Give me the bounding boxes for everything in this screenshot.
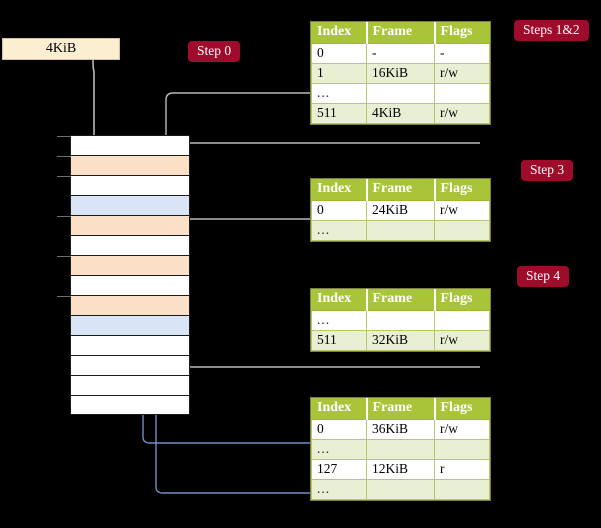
table-row: ... xyxy=(311,438,490,461)
cell-flags: r/w xyxy=(434,62,490,85)
memory-frame-row xyxy=(57,295,190,315)
column-header-frame: Frame xyxy=(365,179,435,201)
column-header-index: Index xyxy=(311,179,367,201)
memory-frame-tick xyxy=(57,216,71,217)
memory-frame-row xyxy=(70,335,190,355)
memory-frame-row xyxy=(70,195,190,215)
table-row: ... xyxy=(311,479,490,501)
memory-frame-tick xyxy=(57,156,71,157)
physical-memory-column xyxy=(57,135,190,415)
table-row: ... xyxy=(311,83,490,105)
table-row: 0-- xyxy=(311,42,490,64)
cell-flags xyxy=(434,479,490,501)
physical-frame-box: 4KiB xyxy=(2,38,120,60)
memory-frame-row xyxy=(70,315,190,335)
cell-frame xyxy=(366,479,435,501)
cell-flags xyxy=(434,83,490,105)
memory-frame-tick xyxy=(57,256,71,257)
cell-frame: 4KiB xyxy=(366,103,435,125)
memory-frame-row xyxy=(57,135,190,155)
memory-frame-tick xyxy=(57,136,71,137)
memory-frame-row xyxy=(57,155,190,175)
cell-frame: 16KiB xyxy=(366,62,435,85)
cell-flags: r/w xyxy=(434,199,490,221)
table-row: ... xyxy=(311,219,490,242)
cell-frame: 12KiB xyxy=(366,459,435,481)
column-header-frame: Frame xyxy=(365,289,435,311)
cell-frame xyxy=(366,83,435,105)
cell-index: ... xyxy=(311,219,367,242)
column-header-index: Index xyxy=(311,22,367,44)
step-badge-step4: Step 4 xyxy=(517,266,570,287)
column-header-frame: Frame xyxy=(365,398,435,420)
table-row: ... xyxy=(311,309,490,331)
cell-flags xyxy=(434,438,490,461)
memory-frame-row xyxy=(57,175,190,195)
memory-frame-tick xyxy=(57,296,71,297)
cell-index: ... xyxy=(311,83,367,105)
cell-index: 1 xyxy=(311,62,367,85)
cell-frame xyxy=(366,438,435,461)
memory-frame-row xyxy=(70,375,190,395)
cell-flags: - xyxy=(434,42,490,64)
cell-frame: 36KiB xyxy=(366,418,435,440)
cell-flags: r/w xyxy=(434,329,490,352)
cell-frame xyxy=(366,219,435,242)
cell-index: ... xyxy=(311,438,367,461)
column-header-flags: Flags xyxy=(433,398,490,420)
memory-frame-row xyxy=(70,355,190,375)
step-badge-step3: Step 3 xyxy=(521,160,574,181)
column-header-frame: Frame xyxy=(365,22,435,44)
cell-index: 511 xyxy=(311,329,367,352)
step-badge-steps1and2: Steps 1&2 xyxy=(514,20,589,41)
memory-frame-tick xyxy=(57,176,71,177)
cell-index: 0 xyxy=(311,42,367,64)
column-header-index: Index xyxy=(311,398,367,420)
memory-frame-row xyxy=(70,235,190,255)
column-header-flags: Flags xyxy=(433,289,490,311)
column-header-flags: Flags xyxy=(433,179,490,201)
cell-index: ... xyxy=(311,309,367,331)
cell-flags: r/w xyxy=(434,103,490,125)
wire-table1-row511 xyxy=(176,142,480,156)
cell-index: 511 xyxy=(311,103,367,125)
cell-frame: - xyxy=(366,42,435,64)
memory-frame-row xyxy=(70,395,190,415)
memory-frame-row xyxy=(57,215,190,235)
cell-flags xyxy=(434,219,490,242)
cell-frame: 32KiB xyxy=(366,329,435,352)
cell-flags xyxy=(434,309,490,331)
cell-frame xyxy=(366,309,435,331)
cell-flags: r xyxy=(434,459,490,481)
step-badge-step0: Step 0 xyxy=(188,41,241,62)
column-header-index: Index xyxy=(311,289,367,311)
column-header-flags: Flags xyxy=(433,22,490,44)
cell-index: 0 xyxy=(311,418,367,440)
cell-index: 0 xyxy=(311,199,367,221)
memory-frame-row xyxy=(70,275,190,295)
cell-flags: r/w xyxy=(434,418,490,440)
cell-index: 127 xyxy=(311,459,367,481)
memory-frame-row xyxy=(57,255,190,275)
cell-index: ... xyxy=(311,479,367,501)
cell-frame: 24KiB xyxy=(366,199,435,221)
physical-frame-label: 4KiB xyxy=(45,41,77,56)
